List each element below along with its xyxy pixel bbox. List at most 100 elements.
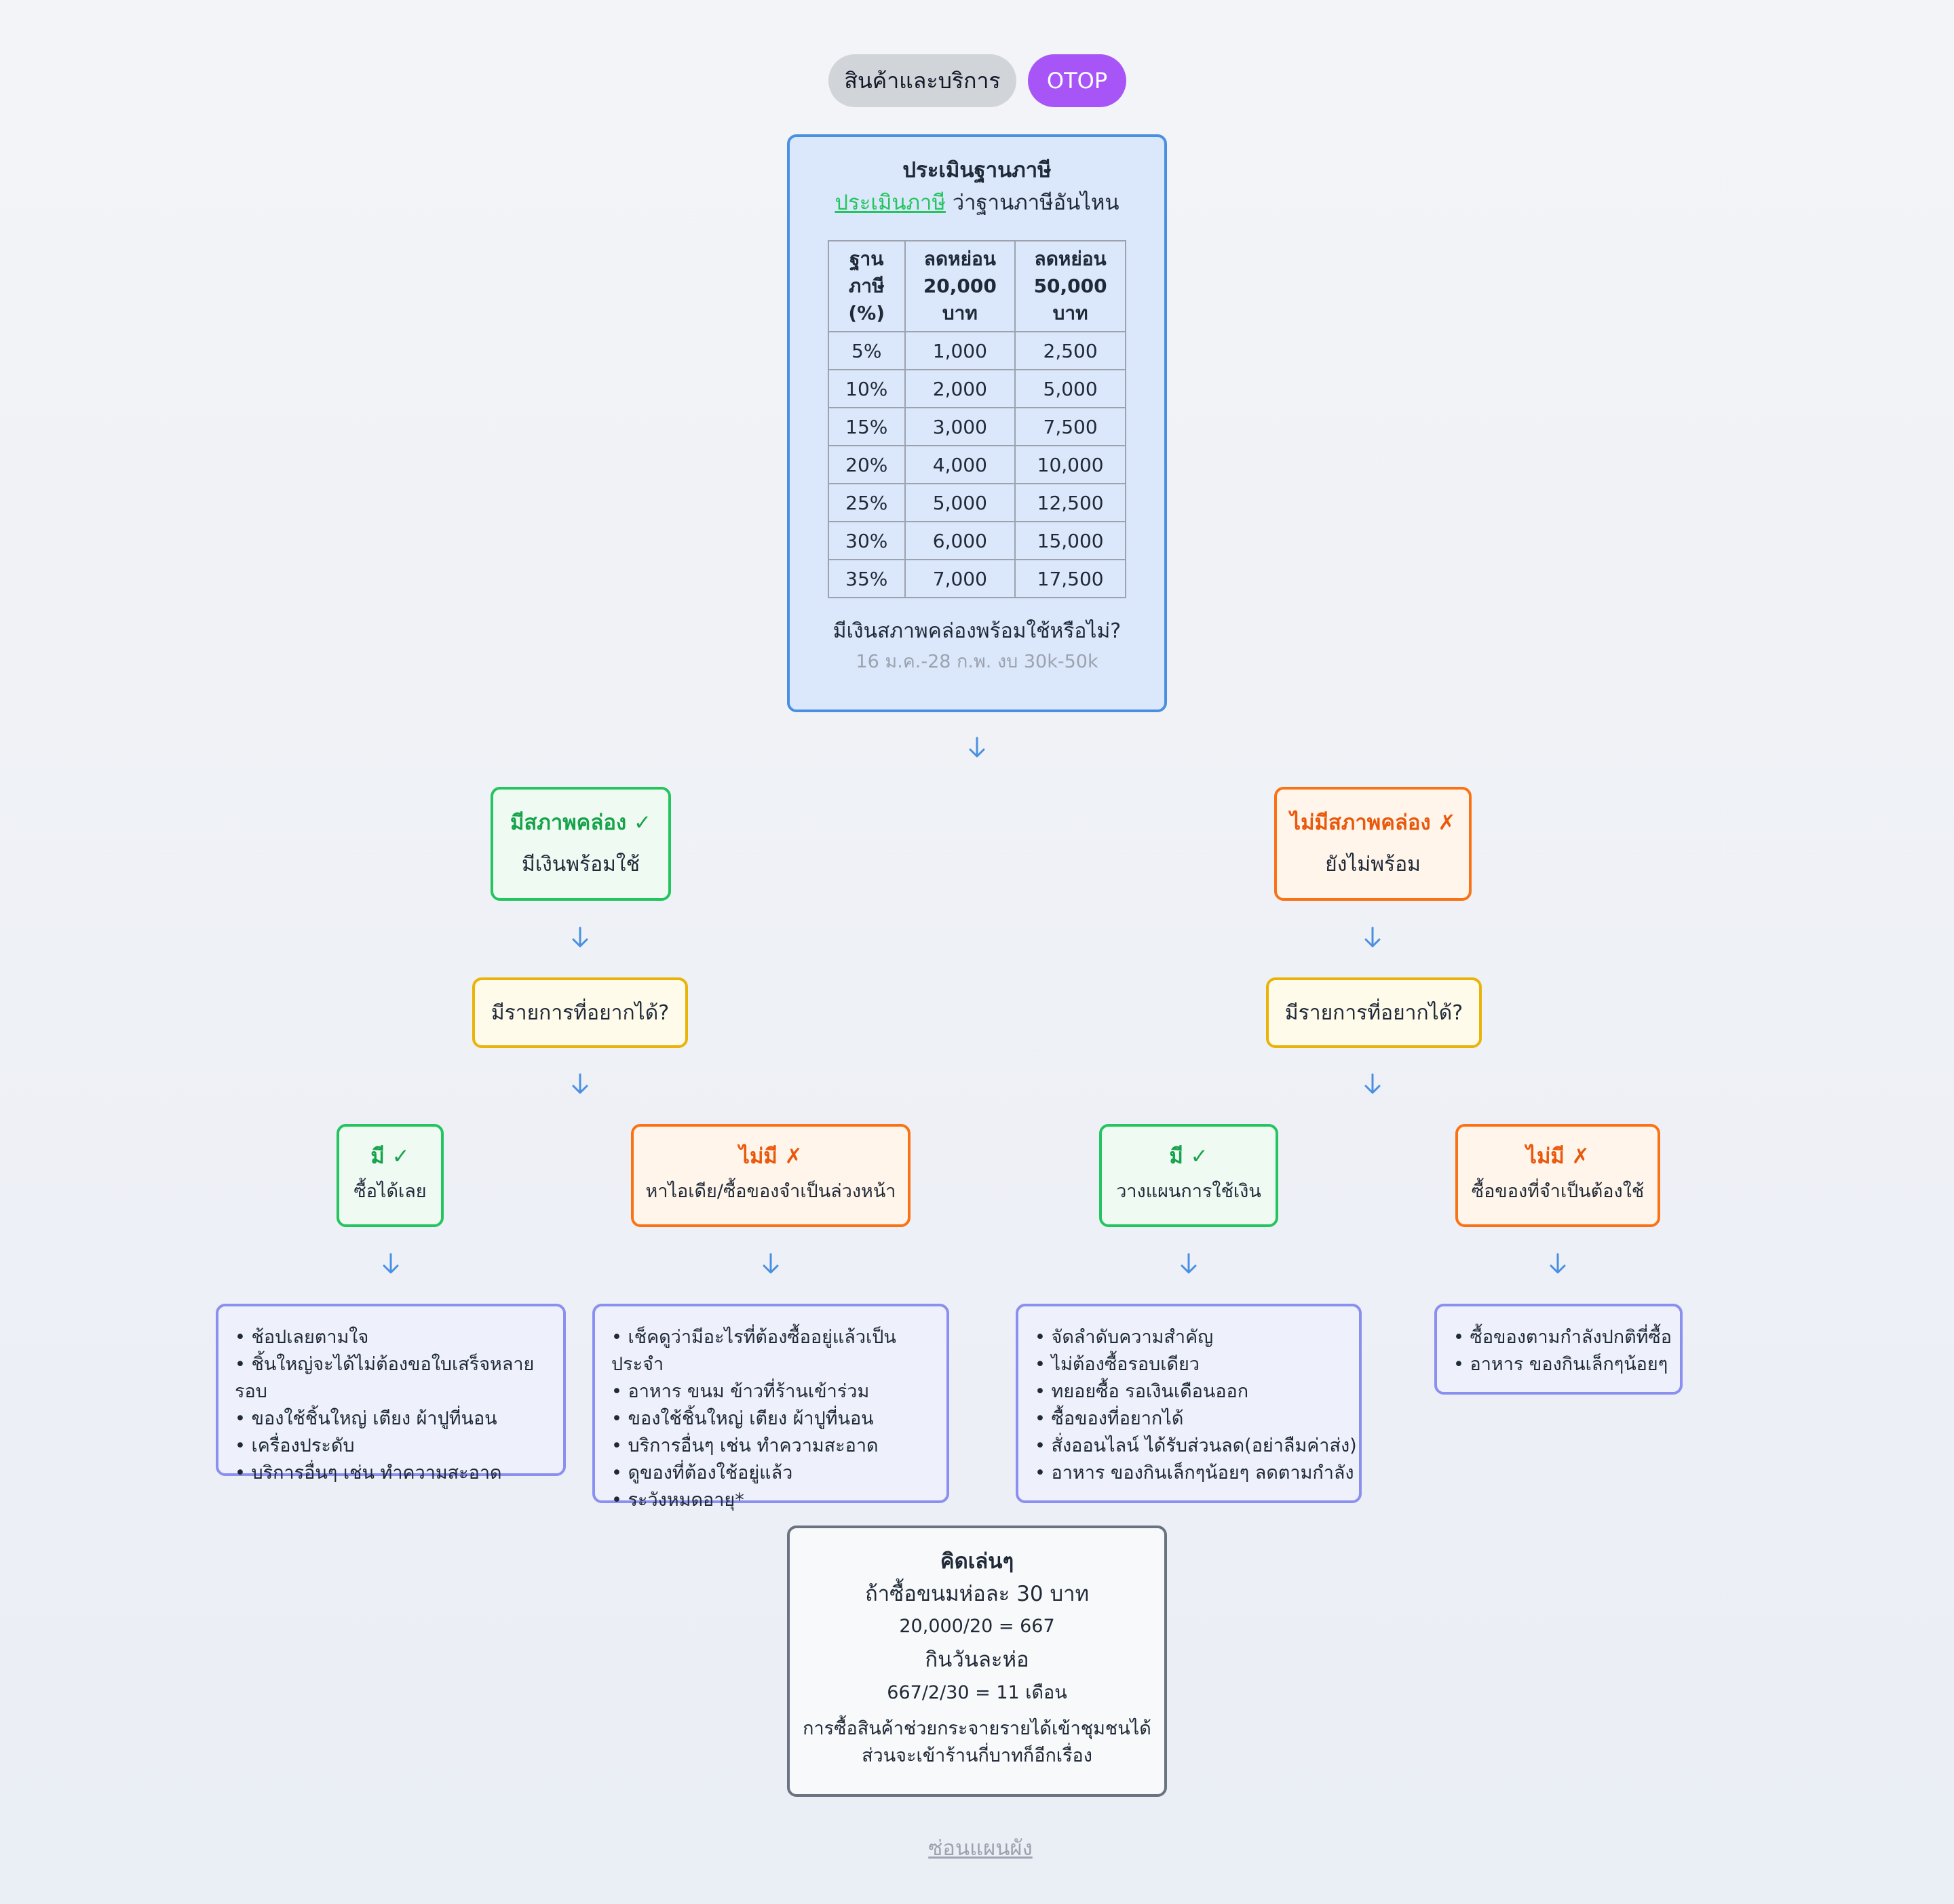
calc-line: ถ้าซื้อขนมห่อละ 30 บาท <box>864 1582 1090 1606</box>
table-cell: 5,000 <box>904 483 1016 522</box>
list-item: อาหาร ของกินเล็กๆน้อยๆ <box>1453 1351 1680 1378</box>
left-yes-desc: ซื้อได้เลย <box>353 1181 427 1202</box>
list-essentials: ซื้อของตามกำลังปกติที่ซื้อ อาหาร ของกินเ… <box>1434 1304 1683 1395</box>
arrow-down-icon <box>763 1253 779 1274</box>
right-yes-node: มี ✓ วางแผนการใช้เงิน <box>1099 1124 1278 1227</box>
liquid-yes-title: มีสภาพคล่อง ✓ <box>510 811 651 835</box>
table-cell: 15% <box>828 407 906 446</box>
right-no-title: ไม่มี ✗ <box>1526 1144 1590 1169</box>
table-cell: 30% <box>828 521 906 560</box>
list-item: อาหาร ของกินเล็กๆน้อยๆ ลดตามกำลัง <box>1035 1460 1359 1487</box>
tax-table: ฐาน ภาษี (%) ลดหย่อน 20,000 บาท ลดหย่อน … <box>828 240 1126 598</box>
table-cell: 12,500 <box>1014 483 1126 522</box>
table-cell: 7,500 <box>1014 407 1126 446</box>
period-note: 16 ม.ค.-28 ก.พ. งบ 30k-50k <box>856 651 1098 672</box>
assessment-subtitle: ประเมินภาษี ว่าฐานภาษีอันไหน <box>790 186 1164 220</box>
table-cell: 17,500 <box>1014 559 1126 598</box>
list-item: จัดลำดับความสำคัญ <box>1035 1324 1359 1351</box>
list-ideas: เช็คดูว่ามีอะไรที่ต้องซื้ออยู่แล้วเป็นปร… <box>592 1304 949 1511</box>
arrow-down-icon <box>1181 1253 1197 1274</box>
right-no-desc: ซื้อของที่จำเป็นต้องใช้ <box>1471 1181 1645 1202</box>
tax-assessment-box: ประเมินฐานภาษี ประเมินภาษี ว่าฐานภาษีอัน… <box>787 134 1167 712</box>
list-item: ซื้อของที่อยากได้ <box>1035 1405 1359 1433</box>
arrow-down-icon <box>1550 1253 1566 1274</box>
tab-otop[interactable]: OTOP <box>1028 54 1126 107</box>
table-cell: 35% <box>828 559 906 598</box>
list-item: ของใช้ชิ้นใหญ่ เตียง ผ้าปูที่นอน <box>611 1405 946 1433</box>
list-item: ของใช้ชิ้นใหญ่ เตียง ผ้าปูที่นอน <box>235 1405 563 1433</box>
liquid-yes-node: มีสภาพคล่อง ✓ มีเงินพร้อมใช้ <box>491 787 671 901</box>
liquid-no-desc: ยังไม่พร้อม <box>1325 853 1421 876</box>
calc-line: กินวันละห่อ <box>925 1648 1029 1672</box>
table-cell: 3,000 <box>904 407 1016 446</box>
list-item: ช้อปเลยตามใจ <box>235 1324 563 1351</box>
liquid-no-node: ไม่มีสภาพคล่อง ✗ ยังไม่พร้อม <box>1274 787 1472 901</box>
liquidity-question: มีเงินสภาพคล่องพร้อมใช้หรือไม่? <box>832 619 1122 643</box>
table-cell: 7,000 <box>904 559 1016 598</box>
table-cell: 2,500 <box>1014 331 1126 370</box>
column-header: ลดหย่อน 20,000 บาท <box>904 240 1016 332</box>
right-yes-title: มี ✓ <box>1169 1144 1208 1169</box>
list-item: ระวังหมดอายุ* <box>611 1487 946 1514</box>
assessment-subtitle-text: ว่าฐานภาษีอันไหน <box>945 191 1119 215</box>
right-no-node: ไม่มี ✗ ซื้อของที่จำเป็นต้องใช้ <box>1455 1124 1660 1227</box>
arrow-down-icon <box>572 927 588 948</box>
liquid-yes-desc: มีเงินพร้อมใช้ <box>522 853 640 876</box>
calc-line: ส่วนจะเข้าร้านกี่บาทก็อีกเรื่อง <box>862 1745 1092 1766</box>
liquid-no-title: ไม่มีสภาพคล่อง ✗ <box>1290 811 1456 835</box>
assessment-title: ประเมินฐานภาษี <box>902 158 1052 182</box>
column-header: ฐาน ภาษี (%) <box>828 240 906 332</box>
calc-box: คิดเล่นๆ ถ้าซื้อขนมห่อละ 30 บาท 20,000/2… <box>787 1526 1167 1797</box>
want-question-right: มีรายการที่อยากได้? <box>1266 977 1482 1048</box>
arrow-down-icon <box>969 737 985 758</box>
table-cell: 10% <box>828 369 906 408</box>
list-item: ไม่ต้องซื้อรอบเดียว <box>1035 1351 1359 1378</box>
table-cell: 4,000 <box>904 445 1016 484</box>
want-question-left: มีรายการที่อยากได้? <box>472 977 688 1048</box>
table-cell: 5,000 <box>1014 369 1126 408</box>
table-cell: 6,000 <box>904 521 1016 560</box>
table-cell: 15,000 <box>1014 521 1126 560</box>
left-no-node: ไม่มี ✗ หาไอเดีย/ซื้อของจำเป็นล่วงหน้า <box>631 1124 911 1227</box>
table-cell: 1,000 <box>904 331 1016 370</box>
left-yes-node: มี ✓ ซื้อได้เลย <box>337 1124 444 1227</box>
hide-diagram-link[interactable]: ซ่อนแผนผัง <box>928 1836 1033 1861</box>
table-cell: 5% <box>828 331 906 370</box>
table-cell: 25% <box>828 483 906 522</box>
column-header: ลดหย่อน 50,000 บาท <box>1014 240 1126 332</box>
arrow-down-icon <box>1364 1073 1381 1094</box>
list-item: เช็คดูว่ามีอะไรที่ต้องซื้ออยู่แล้วเป็นปร… <box>611 1324 946 1378</box>
list-item: ซื้อของตามกำลังปกติที่ซื้อ <box>1453 1324 1680 1351</box>
list-plan: จัดลำดับความสำคัญ ไม่ต้องซื้อรอบเดียว ทย… <box>1016 1304 1362 1503</box>
arrow-down-icon <box>572 1073 588 1094</box>
list-buy-now: ช้อปเลยตามใจ ชิ้นใหญ่จะได้ไม่ต้องขอใบเสร… <box>216 1304 566 1483</box>
arrow-down-icon <box>383 1253 399 1274</box>
left-no-desc: หาไอเดีย/ซื้อของจำเป็นล่วงหน้า <box>645 1181 896 1202</box>
arrow-down-icon <box>1364 927 1381 948</box>
tax-table-header: ฐาน ภาษี (%) ลดหย่อน 20,000 บาท ลดหย่อน … <box>828 240 1126 332</box>
calc-line: 20,000/20 = 667 <box>899 1616 1055 1637</box>
left-yes-title: มี ✓ <box>370 1144 410 1169</box>
table-cell: 10,000 <box>1014 445 1126 484</box>
table-cell: 2,000 <box>904 369 1016 408</box>
calc-title: คิดเล่นๆ <box>940 1549 1014 1574</box>
list-item: บริการอื่นๆ เช่น ทำความสะอาด <box>235 1460 563 1487</box>
list-item: อาหาร ขนม ข้าวที่ร้านเข้าร่วม <box>611 1378 946 1405</box>
tax-assess-link[interactable]: ประเมินภาษี <box>835 191 946 215</box>
calc-line: การซื้อสินค้าช่วยกระจายรายได้เข้าชุมชนได… <box>803 1718 1151 1739</box>
list-item: ดูของที่ต้องใช้อยู่แล้ว <box>611 1460 946 1487</box>
list-item: บริการอื่นๆ เช่น ทำความสะอาด <box>611 1433 946 1460</box>
table-cell: 20% <box>828 445 906 484</box>
list-item: ทยอยซื้อ รอเงินเดือนออก <box>1035 1378 1359 1405</box>
left-no-title: ไม่มี ✗ <box>739 1144 803 1169</box>
tab-products-services[interactable]: สินค้าและบริการ <box>828 54 1016 107</box>
list-item: สั่งออนไลน์ ได้รับส่วนลด(อย่าลืมค่าส่ง) <box>1035 1433 1359 1460</box>
list-item: เครื่องประดับ <box>235 1433 563 1460</box>
